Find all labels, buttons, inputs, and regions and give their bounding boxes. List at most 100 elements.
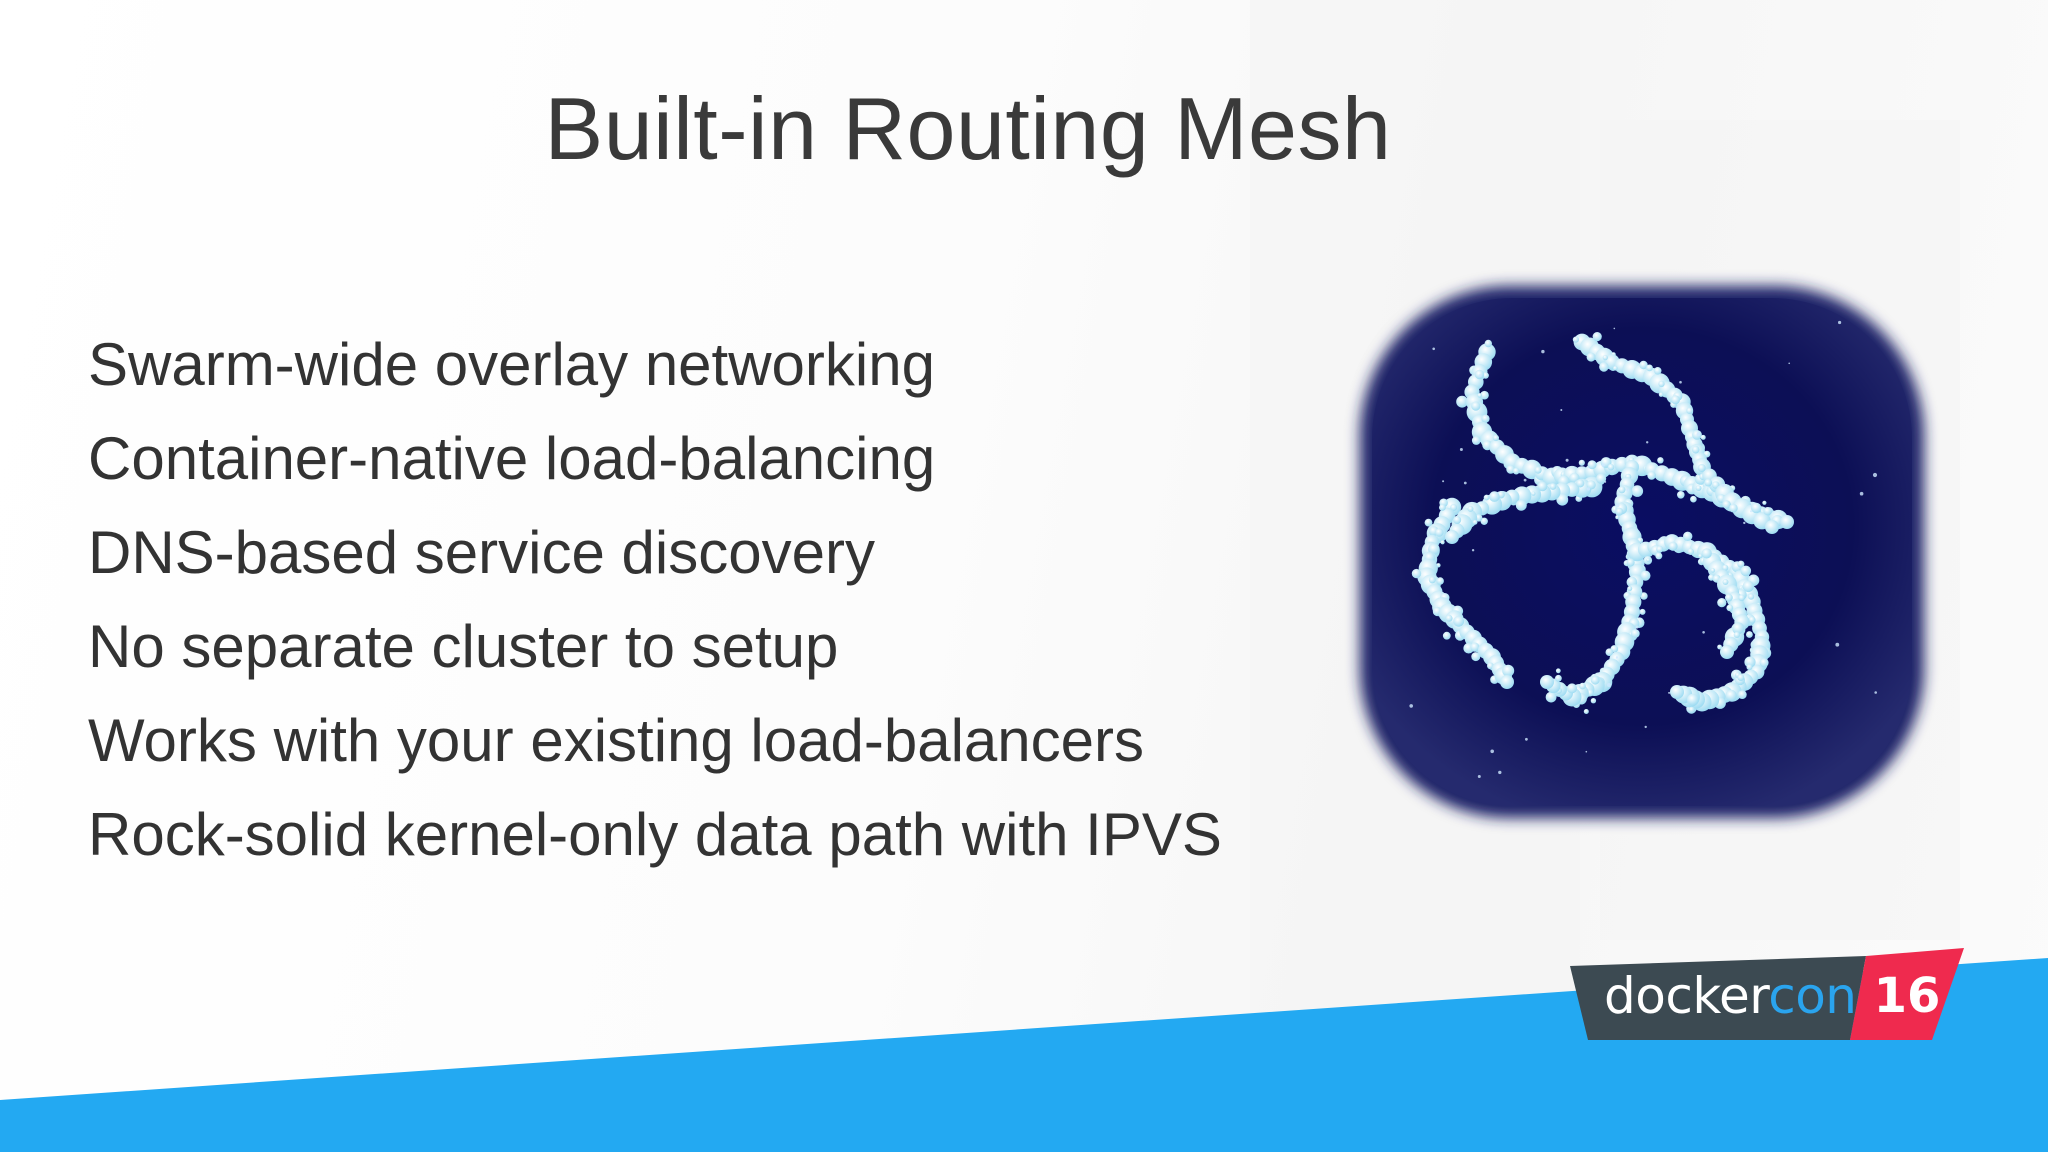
star-dot <box>1737 690 1747 699</box>
star-dot <box>1607 463 1615 471</box>
star-dot <box>1471 401 1481 411</box>
background-star <box>1615 656 1619 659</box>
background-star <box>1585 750 1588 753</box>
star-dot <box>1646 557 1651 563</box>
star-dot <box>1467 505 1474 512</box>
star-dot <box>1742 580 1754 593</box>
star-dot <box>1424 518 1433 527</box>
star-dot <box>1640 570 1651 581</box>
star-dot <box>1480 517 1488 525</box>
background-star <box>1560 409 1563 411</box>
star-dot <box>1717 644 1722 650</box>
star-dot <box>1540 675 1554 689</box>
background-star <box>1541 349 1545 354</box>
star-dot <box>1471 436 1481 445</box>
star-cluster <box>1409 320 1878 778</box>
star-dot <box>1470 642 1480 652</box>
star-dot <box>1657 457 1664 464</box>
star-dot <box>1613 366 1618 371</box>
star-dot <box>1670 685 1684 699</box>
star-dot <box>1489 491 1500 502</box>
star-dot <box>1647 471 1656 480</box>
star-dot <box>1500 675 1514 689</box>
star-dot <box>1587 460 1597 470</box>
star-dot <box>1710 568 1716 573</box>
star-dot <box>1686 407 1693 414</box>
bullet-item: Swarm-wide overlay networking <box>88 331 935 398</box>
star-dot <box>1722 500 1731 509</box>
star-dot <box>1737 560 1745 568</box>
star-dot <box>1658 392 1664 397</box>
background-star <box>1646 441 1649 444</box>
background-star <box>1442 480 1445 483</box>
star-dot <box>1765 520 1779 534</box>
star-dot <box>1453 516 1462 524</box>
star-dot <box>1567 683 1577 694</box>
star-dot <box>1576 479 1585 488</box>
star-dot <box>1722 579 1729 585</box>
star-dot <box>1759 658 1769 668</box>
star-dot <box>1744 656 1756 668</box>
star-dot <box>1555 674 1562 682</box>
background-star <box>1838 320 1842 325</box>
dockercon-logo: dockercon 16 <box>1566 948 1966 1044</box>
bullet-item: DNS-based service discovery <box>88 519 875 586</box>
star-dot <box>1690 495 1697 503</box>
star-dot <box>1780 515 1794 529</box>
star-dot <box>1737 674 1745 681</box>
background-star <box>1835 642 1840 647</box>
background-star <box>1696 432 1701 437</box>
star-dot <box>1481 414 1490 423</box>
star-dot <box>1439 504 1446 511</box>
background-star <box>1432 347 1435 351</box>
star-dot <box>1631 485 1644 497</box>
star-dot <box>1639 608 1646 615</box>
background-star <box>1721 483 1725 487</box>
star-dot <box>1722 564 1729 571</box>
star-dot <box>1537 481 1548 492</box>
star-dot <box>1701 548 1712 559</box>
star-dot <box>1596 473 1607 484</box>
star-dot <box>1646 364 1653 372</box>
background-star <box>1743 521 1746 525</box>
star-dot <box>1668 541 1678 551</box>
star-dot <box>1592 332 1602 342</box>
star-dot <box>1653 367 1662 375</box>
logo-word-con: con <box>1768 967 1857 1025</box>
star-dot <box>1480 390 1489 400</box>
star-dot <box>1545 691 1557 703</box>
star-dot <box>1483 494 1490 501</box>
star-dot <box>1658 380 1665 388</box>
background-star <box>1668 691 1671 694</box>
star-dot <box>1751 502 1762 514</box>
star-dot <box>1572 336 1579 343</box>
star-dot <box>1738 594 1745 601</box>
star-dot <box>1477 393 1482 398</box>
star-dot <box>1698 553 1703 559</box>
background-star <box>1459 448 1463 451</box>
star-dot <box>1762 500 1767 505</box>
constellation-mesh-icon <box>1360 286 1924 818</box>
star-dot <box>1531 491 1536 496</box>
star-dot <box>1671 395 1680 405</box>
star-dot <box>1605 648 1614 656</box>
star-dot <box>1428 576 1436 584</box>
star-dot <box>1763 507 1772 516</box>
star-dot <box>1602 355 1608 361</box>
star-dot <box>1630 629 1640 638</box>
star-dot <box>1695 485 1702 491</box>
background-star <box>1626 488 1630 492</box>
logo-wordmark: dockercon <box>1604 968 1857 1024</box>
star-dot <box>1615 515 1620 520</box>
star-dot <box>1655 552 1663 560</box>
star-dot <box>1434 528 1444 537</box>
logo-word-docker: docker <box>1604 967 1769 1025</box>
background-star <box>1490 749 1494 754</box>
slide-title: Built-in Routing Mesh <box>544 79 1392 178</box>
star-dot <box>1555 668 1561 674</box>
star-dot <box>1599 362 1609 372</box>
background-star <box>1586 487 1591 491</box>
star-dot <box>1677 491 1685 499</box>
star-dot <box>1688 706 1695 713</box>
